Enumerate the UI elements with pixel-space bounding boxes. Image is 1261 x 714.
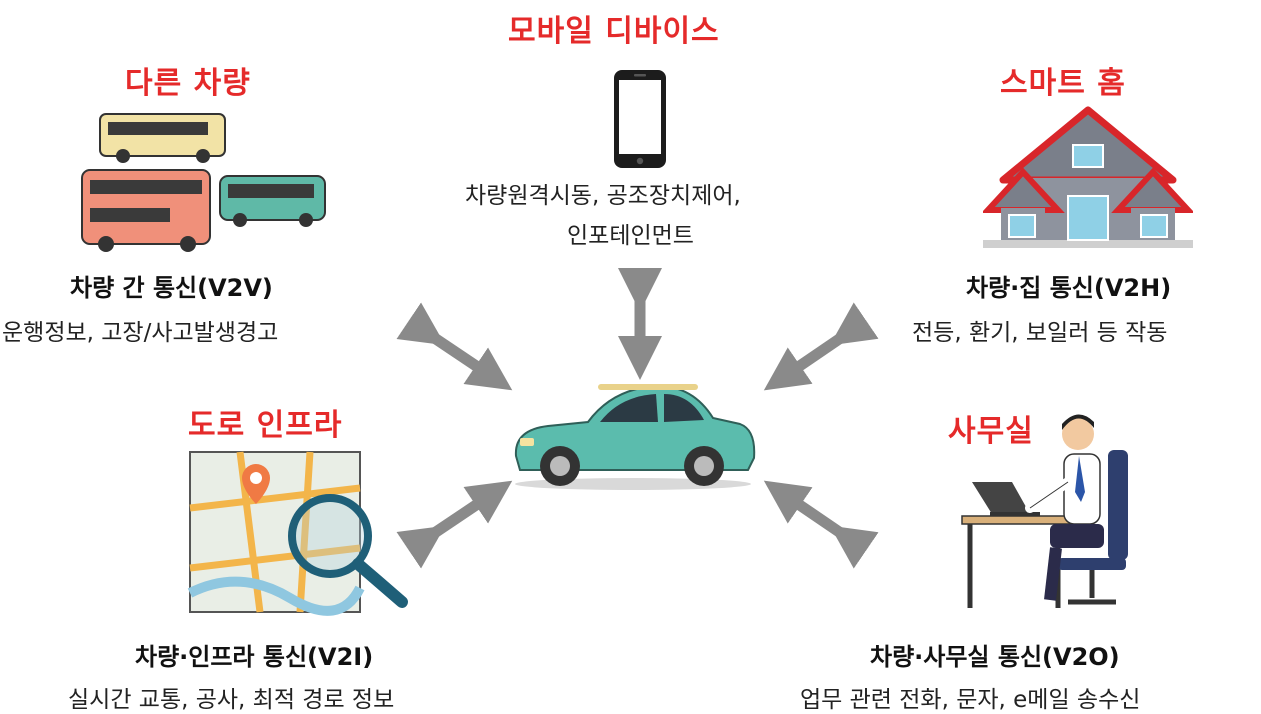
desc-v2o: 업무 관련 전화, 문자, e메일 송수신	[800, 687, 1141, 713]
mobile-desc-line-2: 인포테인먼트	[567, 223, 694, 249]
map-magnifier-icon	[187, 451, 408, 616]
title-v2o: 차량·사무실 통신(V2O)	[870, 643, 1120, 671]
title-v2h: 차량·집 통신(V2H)	[966, 274, 1172, 302]
category-office: 사무실	[948, 414, 1034, 449]
house-icon	[983, 106, 1193, 248]
category-smart-home: 스마트 홈	[1000, 66, 1126, 101]
desc-v2i: 실시간 교통, 공사, 최적 경로 정보	[68, 687, 395, 713]
title-v2v: 차량 간 통신(V2V)	[70, 274, 273, 302]
office-worker-icon	[961, 414, 1128, 608]
arrow-v2h	[763, 302, 879, 391]
arrow-v2v	[396, 302, 513, 391]
mobile-desc-line-1: 차량원격시동, 공조장치제어,	[465, 183, 741, 209]
arrow-v2i	[396, 480, 513, 569]
desc-v2v: 운행정보, 고장/사고발생경고	[2, 320, 279, 346]
arrow-v2o	[763, 480, 879, 569]
title-v2i: 차량·인프라 통신(V2I)	[135, 643, 374, 671]
category-other-vehicles: 다른 차량	[125, 66, 251, 101]
smartphone-icon	[614, 70, 666, 168]
car-icon	[514, 384, 756, 490]
desc-v2h: 전등, 환기, 보일러 등 작동	[912, 320, 1168, 346]
category-mobile-devices: 모바일 디바이스	[508, 14, 720, 49]
category-road-infrastructure: 도로 인프라	[188, 408, 343, 443]
bus-icon	[81, 113, 326, 252]
